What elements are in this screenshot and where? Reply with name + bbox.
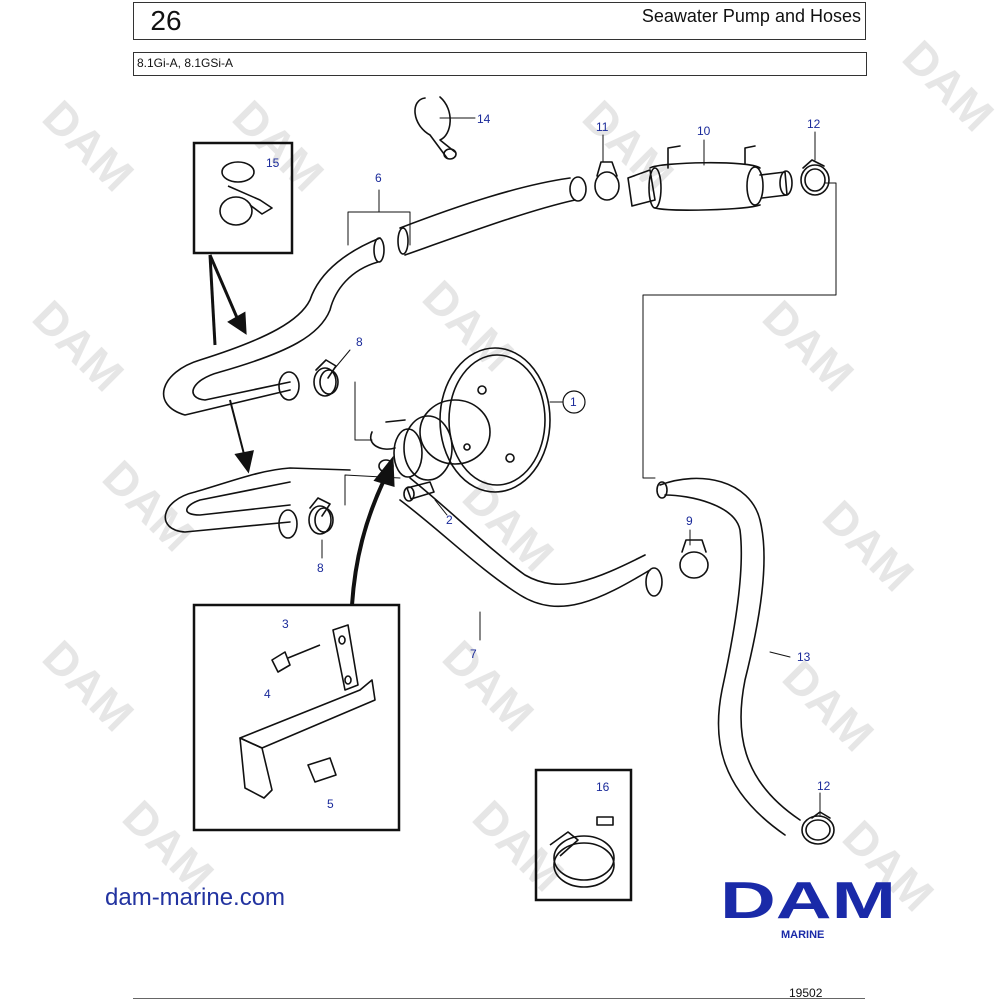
brand-subtitle: MARINE bbox=[781, 929, 825, 941]
callout-3: 3 bbox=[282, 617, 289, 631]
hose-7-end bbox=[645, 567, 663, 597]
watermark-text: DAM bbox=[453, 470, 564, 581]
hose-clamp-8-upper bbox=[313, 359, 339, 397]
bracket-4 bbox=[239, 624, 376, 799]
website-link[interactable]: dam-marine.com bbox=[105, 884, 286, 911]
arrows bbox=[208, 254, 395, 606]
hose-lower-left-end bbox=[278, 509, 298, 539]
page-title: Seawater Pump and Hoses bbox=[641, 6, 861, 26]
hose-6-right-end bbox=[397, 227, 409, 255]
page-number: 26 bbox=[150, 5, 182, 36]
inset-clamp-16 bbox=[534, 768, 633, 902]
callout-8a: 8 bbox=[356, 335, 363, 349]
watermark-text: DAM bbox=[413, 270, 524, 381]
clip-5 bbox=[307, 757, 337, 783]
clip-15 bbox=[219, 161, 273, 226]
watermark-layer: DAM DAM DAM DAM DAM DAM DAM DAM DAM DAM … bbox=[23, 30, 1000, 921]
leader-lines bbox=[321, 117, 821, 816]
hose-13 bbox=[659, 477, 801, 836]
title-box: Seawater Pump and Hoses bbox=[198, 2, 866, 40]
hose-clip-14 bbox=[414, 96, 457, 160]
watermark-text: DAM bbox=[223, 90, 334, 201]
callout-7: 7 bbox=[470, 647, 477, 661]
watermark-text: DAM bbox=[893, 30, 1000, 141]
watermark-text: DAM bbox=[773, 650, 884, 761]
callout-11: 11 bbox=[596, 120, 609, 134]
hose-6-end bbox=[373, 237, 385, 263]
hose-clamp-12-upper bbox=[800, 159, 830, 196]
figure-number: 19502 bbox=[789, 986, 823, 1000]
hose-clamp-9 bbox=[679, 539, 709, 579]
page-number-box: 26 bbox=[133, 2, 199, 40]
hose-clamp-8-lower bbox=[308, 497, 334, 535]
callout-12b: 12 bbox=[817, 779, 831, 793]
watermark-text: DAM bbox=[463, 790, 574, 901]
watermark-text: DAM bbox=[33, 630, 144, 741]
callout-4: 4 bbox=[264, 687, 271, 701]
callout-5: 5 bbox=[327, 797, 334, 811]
callout-15: 15 bbox=[266, 156, 280, 170]
watermark-text: DAM bbox=[33, 90, 144, 201]
watermark-text: DAM bbox=[753, 290, 864, 401]
seawater-pump-1 bbox=[369, 347, 551, 493]
oil-cooler-10 bbox=[627, 145, 793, 211]
hose-clamp-12-lower bbox=[801, 811, 835, 845]
hose-clamp-11 bbox=[594, 161, 620, 201]
callout-8b: 8 bbox=[317, 561, 324, 575]
callout-16: 16 bbox=[596, 780, 610, 794]
hose-7 bbox=[399, 477, 651, 608]
inset-bracket bbox=[192, 603, 401, 832]
model-box: 8.1Gi-A, 8.1GSi-A bbox=[133, 52, 867, 76]
brand-logo: DAM bbox=[720, 872, 896, 930]
hose-6-port bbox=[569, 176, 587, 202]
model-list: 8.1Gi-A, 8.1GSi-A bbox=[137, 56, 234, 70]
hose-upper-left-end bbox=[278, 371, 300, 401]
clamp-16 bbox=[549, 816, 615, 888]
callout-1-circle bbox=[562, 390, 586, 414]
inset-boxes bbox=[192, 141, 633, 902]
callout-1: 1 bbox=[570, 395, 577, 409]
callout-13: 13 bbox=[797, 650, 811, 664]
screw-2 bbox=[403, 481, 435, 502]
watermark-text: DAM bbox=[23, 290, 134, 401]
watermark-text: DAM bbox=[93, 450, 204, 561]
callout-2: 2 bbox=[446, 513, 453, 527]
callout-6: 6 bbox=[375, 171, 382, 185]
callout-labels: 1 2 3 4 5 6 7 8 8 9 10 11 12 12 13 14 15… bbox=[264, 112, 831, 811]
callout-14: 14 bbox=[477, 112, 491, 126]
callout-10: 10 bbox=[697, 124, 711, 138]
hose-6 bbox=[162, 237, 381, 416]
watermark-text: DAM bbox=[433, 630, 544, 741]
inset-clip-15 bbox=[192, 141, 294, 255]
callout-12a: 12 bbox=[807, 117, 821, 131]
hose-lower-left bbox=[164, 467, 351, 533]
connector-line-right bbox=[642, 182, 837, 479]
hose-13-end bbox=[656, 481, 668, 499]
watermark-text: DAM bbox=[813, 490, 924, 601]
hose-6-right bbox=[399, 177, 576, 256]
callout-9: 9 bbox=[686, 514, 693, 528]
footer-rule bbox=[133, 998, 865, 999]
bolt-3 bbox=[271, 644, 321, 673]
